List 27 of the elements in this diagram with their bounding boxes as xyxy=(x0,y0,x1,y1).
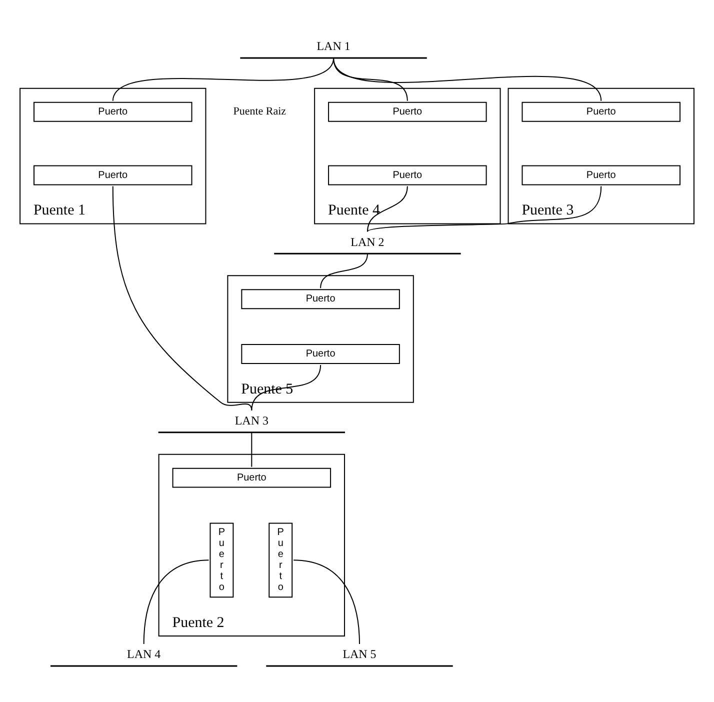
connector xyxy=(293,560,360,645)
connector xyxy=(112,186,252,411)
connector xyxy=(251,432,252,468)
node-box: Puerto xyxy=(328,102,487,122)
node-label: Puente Raiz xyxy=(233,106,286,118)
node-box: Puerto xyxy=(522,102,680,122)
node-box: Puerto xyxy=(241,289,400,310)
node-box: Puerto xyxy=(522,165,680,186)
node-text: LAN 3 xyxy=(234,413,268,428)
connector xyxy=(366,186,408,232)
node-text: LAN 5 xyxy=(342,647,376,662)
connector xyxy=(143,560,210,645)
connector xyxy=(366,186,602,232)
connector xyxy=(333,57,408,102)
node-box: Puerto xyxy=(210,522,234,598)
node-box: Puerto xyxy=(34,102,192,122)
node-box: Puerto xyxy=(268,522,293,598)
connector xyxy=(251,364,322,411)
node-box: Puerto xyxy=(34,165,192,186)
node-box: Puerto xyxy=(172,468,332,488)
node-text: LAN 2 xyxy=(350,234,384,249)
connector xyxy=(333,57,602,102)
node-text: LAN 1 xyxy=(316,39,350,54)
node-text: LAN 4 xyxy=(127,647,161,662)
node-box: Puerto xyxy=(328,165,487,186)
connector xyxy=(320,253,368,289)
node-box: Puerto xyxy=(241,344,400,364)
